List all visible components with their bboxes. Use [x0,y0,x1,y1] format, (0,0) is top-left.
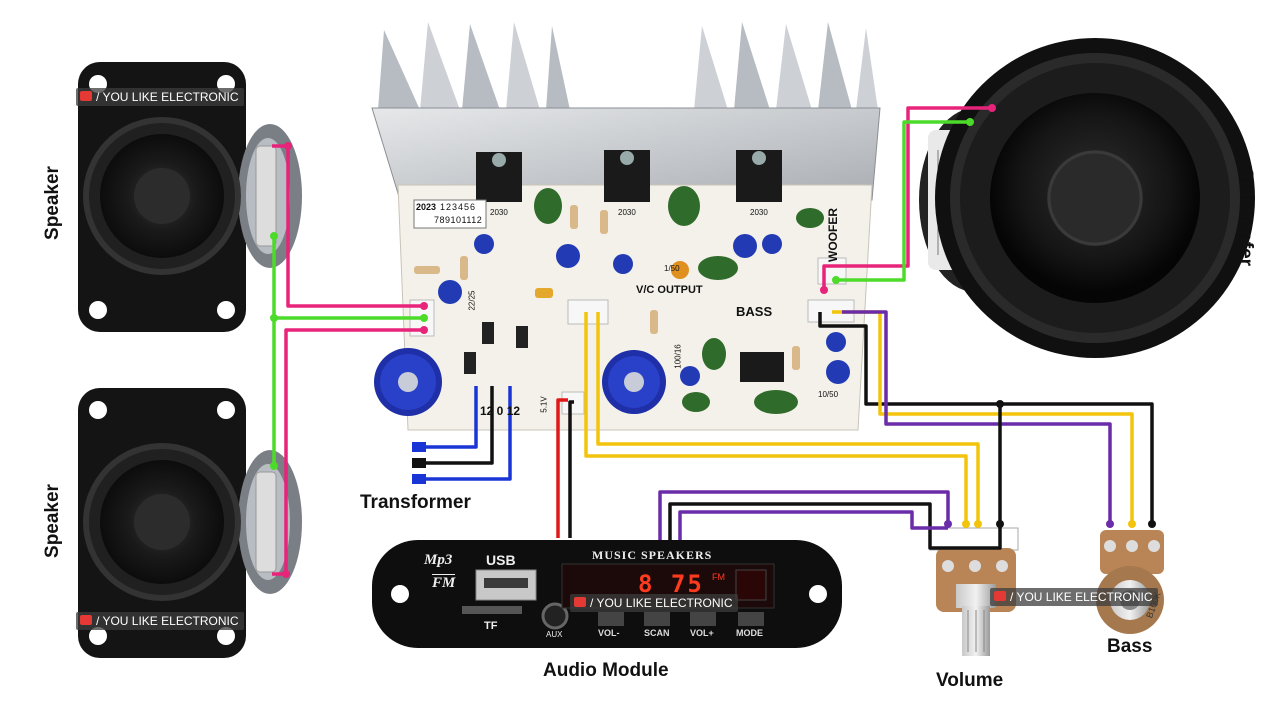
module-title: MUSIC SPEAKERS [592,548,713,562]
watermark-right: / YOU LIKE ELECTRONIC [990,588,1159,606]
module-usb-label: USB [486,552,516,568]
wires [272,106,1154,576]
board-cap-b: 1/50 [664,264,680,273]
wire-joints [270,104,1156,578]
module-display-unit: FM [712,572,725,582]
amplifier-board [371,22,881,431]
wire-bass-black [818,312,1154,524]
wire-transformer-blue-2 [426,386,512,481]
label-bass: Bass [1107,636,1153,657]
wire-module-purple-1 [658,490,950,540]
board-cap-c: 100/16 [673,344,683,369]
board-cap-d: 10/50 [818,390,839,399]
label-speaker-top: Speaker [42,166,63,240]
wire-subwoofer-green [836,120,970,282]
label-speaker-bottom: Speaker [42,484,63,558]
board-woofer-mark: WOOFER [826,208,840,262]
module-button-mode[interactable]: MODE [736,628,763,638]
watermark-top-left: / YOU LIKE ELECTRONIC [76,88,245,106]
speaker-bottom [78,388,302,658]
wire-module-purple-2 [678,510,948,540]
wire-subwoofer-pink [822,106,992,290]
board-code-year: 2023 [416,202,437,212]
label-audio-module: Audio Module [543,660,669,681]
wire-transformer-blue-1 [426,386,478,449]
label-transformer: Transformer [360,492,471,513]
board-code-digits-bottom: 789101112 [434,215,483,225]
wire-bass-purple [842,310,1112,524]
board-bass-marker: BASS [736,304,773,319]
module-aux-label: AUX [546,630,563,639]
label-subwoofer: Subwoofer [1235,167,1256,267]
board-ic-mark-1: 2030 [490,208,508,217]
board-power-mark: 12 0 12 [480,404,521,418]
board-code-digits-top: 123456 [440,202,477,212]
subwoofer [919,38,1255,358]
wire-audio-yellow-2 [596,312,980,524]
module-button-scan[interactable]: SCAN [644,628,670,638]
wire-module-red [556,398,568,538]
wire-module-black-vol [668,502,1002,550]
board-cap-a: 22/25 [467,290,477,311]
board-zener: 5.1V [539,396,549,413]
label-volume: Volume [936,670,1004,691]
module-brand-bottom: FM [432,574,456,591]
watermark-bottom-left: / YOU LIKE ELECTRONIC [76,612,245,630]
transformer-leads [412,442,426,484]
audio-module [372,540,842,648]
wire-speaker-top-pink [272,144,424,308]
wire-audio-yellow-1 [584,312,968,524]
module-button-vol-minus[interactable]: VOL- [598,628,620,638]
board-vc-output: V/C OUTPUT [636,284,703,296]
module-brand-top: Mp3 [424,552,453,568]
wire-transformer-black [426,386,494,465]
speaker-top [78,62,302,332]
board-ic-mark-2: 2030 [618,208,636,217]
wire-speaker-bottom-green [272,318,276,468]
module-button-vol-plus[interactable]: VOL+ [690,628,714,638]
module-tf-label: TF [484,620,498,632]
watermark-module: / YOU LIKE ELECTRONIC [570,594,739,612]
module-display: 8 75 [638,570,704,598]
wire-module-black [568,400,574,538]
board-ic-mark-3: 2030 [750,208,768,217]
wire-speaker-bottom-pink [272,328,424,576]
